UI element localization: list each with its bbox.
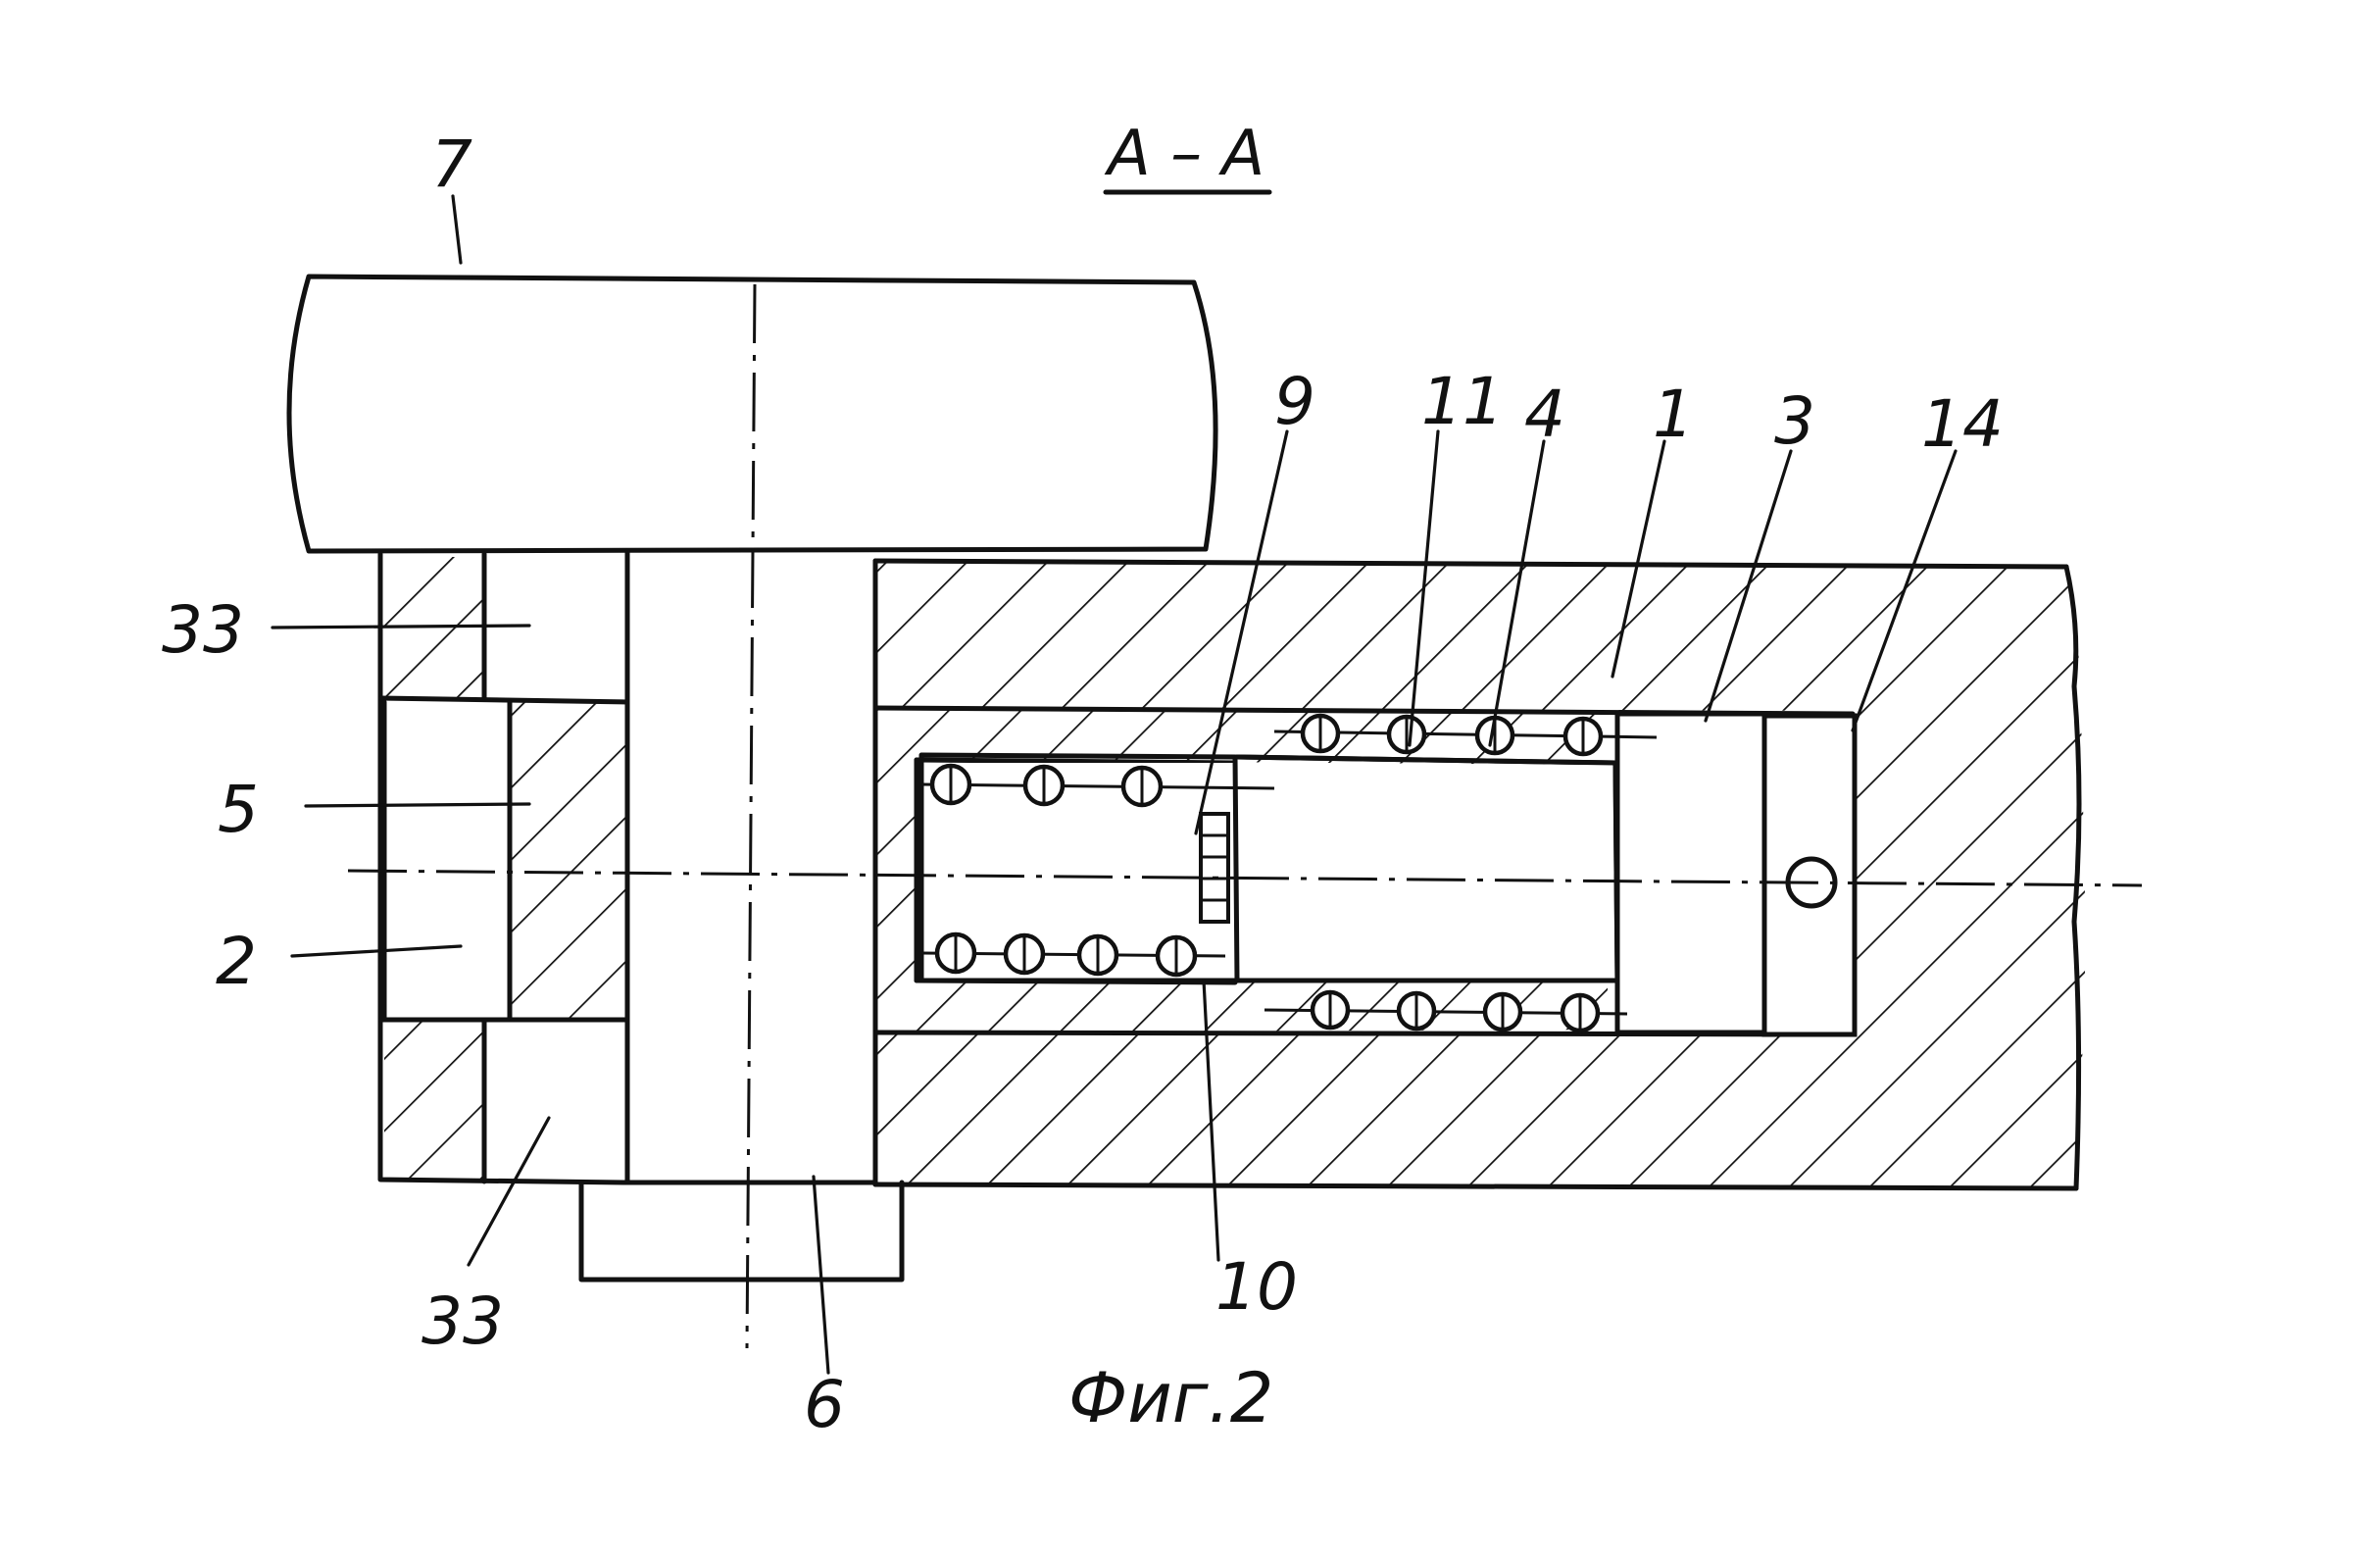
- block-3: [1614, 711, 1767, 1035]
- label-10: 10: [1215, 1249, 1298, 1325]
- label-7: 7: [431, 126, 472, 202]
- leaders: [271, 194, 1958, 1375]
- body-1: [872, 558, 2086, 1191]
- spring-11-bottom: [1264, 989, 1628, 1033]
- label-6: 6: [804, 1367, 845, 1442]
- label-1: 1: [1653, 377, 1694, 452]
- label-9: 9: [1274, 364, 1315, 439]
- label-5: 5: [218, 772, 259, 847]
- label-4: 4: [1524, 377, 1565, 452]
- label-11: 11: [1421, 364, 1504, 439]
- figure-caption: Фиг.2: [1068, 1358, 1273, 1438]
- section-title: А – А: [1104, 118, 1264, 190]
- shaft-6: [578, 1180, 905, 1283]
- handle-7: [286, 274, 1218, 554]
- spring-9: [920, 763, 1275, 978]
- label-3: 3: [1774, 383, 1815, 459]
- stop-10: [1199, 812, 1230, 924]
- left-bracket: [377, 548, 630, 1185]
- horizontal-axis: [347, 869, 2143, 887]
- label-2: 2: [216, 924, 257, 999]
- label-33-bottom: 33: [421, 1283, 504, 1359]
- label-14: 14: [1921, 386, 2004, 462]
- spring-11-top: [1273, 713, 1658, 757]
- label-33-top: 33: [162, 592, 244, 668]
- vertical-axis: [745, 283, 757, 1349]
